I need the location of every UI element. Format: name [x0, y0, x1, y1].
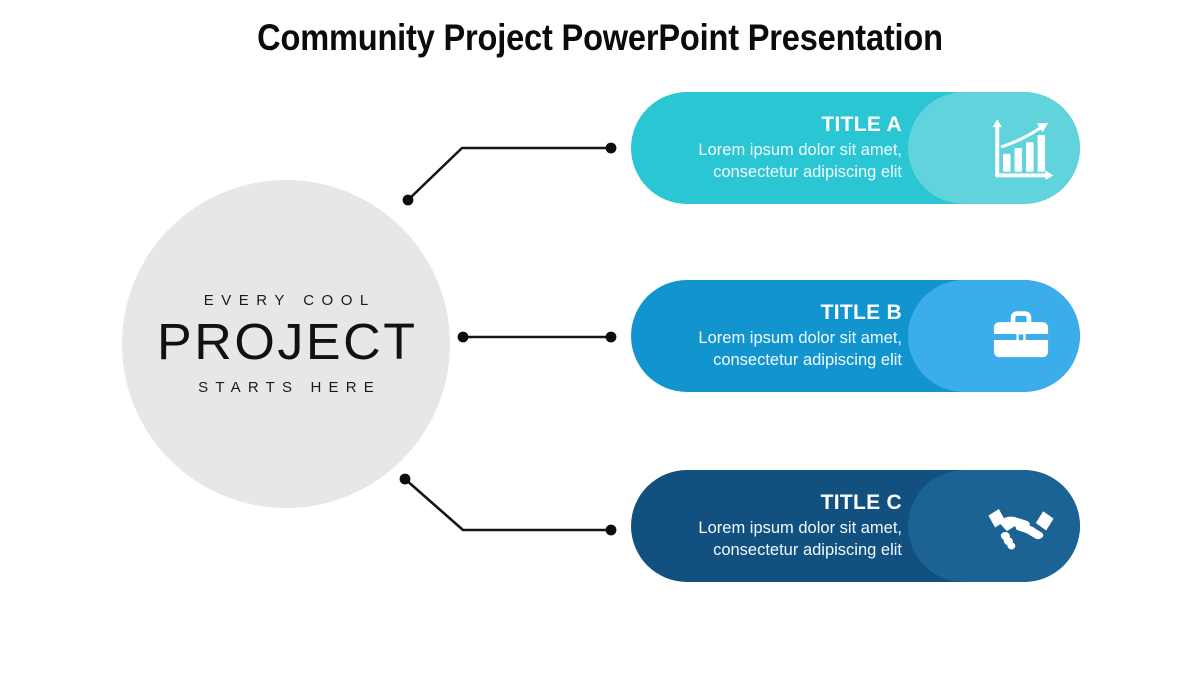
center-circle: EVERY COOL PROJECT STARTS HERE	[122, 180, 450, 508]
card-b-title: TITLE B	[820, 301, 902, 325]
page-title: Community Project PowerPoint Presentatio…	[257, 17, 943, 58]
connector-a-dot-outer	[605, 142, 617, 154]
center-circle-content: EVERY COOL PROJECT STARTS HERE	[122, 180, 450, 508]
connector-b-dot-outer	[605, 331, 617, 343]
card-title-b[interactable]: TITLE B Lorem ipsum dolor sit amet, cons…	[631, 280, 1080, 392]
briefcase-icon	[978, 293, 1064, 379]
connector-c-dot-outer	[605, 524, 617, 536]
card-b-text-block: TITLE B Lorem ipsum dolor sit amet, cons…	[671, 280, 902, 392]
card-b-description: Lorem ipsum dolor sit amet, consectetur …	[698, 329, 902, 370]
card-title-c[interactable]: TITLE C Lorem ipsum dolor sit amet, cons…	[631, 470, 1080, 582]
card-c-title: TITLE C	[820, 491, 902, 515]
card-c-overlay-shape	[908, 470, 1080, 582]
card-title-a[interactable]: TITLE A Lorem ipsum dolor sit amet, cons…	[631, 92, 1080, 204]
connector-b-dot-inner	[457, 331, 469, 343]
center-eyebrow-text: EVERY COOL	[203, 292, 376, 310]
center-main-text: PROJECT	[156, 313, 418, 371]
handshake-icon	[978, 483, 1064, 569]
card-c-description: Lorem ipsum dolor sit amet, consectetur …	[698, 519, 902, 560]
connector-b	[457, 331, 617, 343]
center-sub-text: STARTS HERE	[198, 378, 382, 396]
card-c-text-block: TITLE C Lorem ipsum dolor sit amet, cons…	[671, 470, 902, 582]
card-a-overlay-shape	[908, 92, 1080, 204]
growth-chart-icon	[978, 105, 1064, 191]
card-a-description: Lorem ipsum dolor sit amet, consectetur …	[698, 141, 902, 182]
card-a-title: TITLE A	[821, 113, 902, 137]
card-a-text-block: TITLE A Lorem ipsum dolor sit amet, cons…	[671, 92, 902, 204]
